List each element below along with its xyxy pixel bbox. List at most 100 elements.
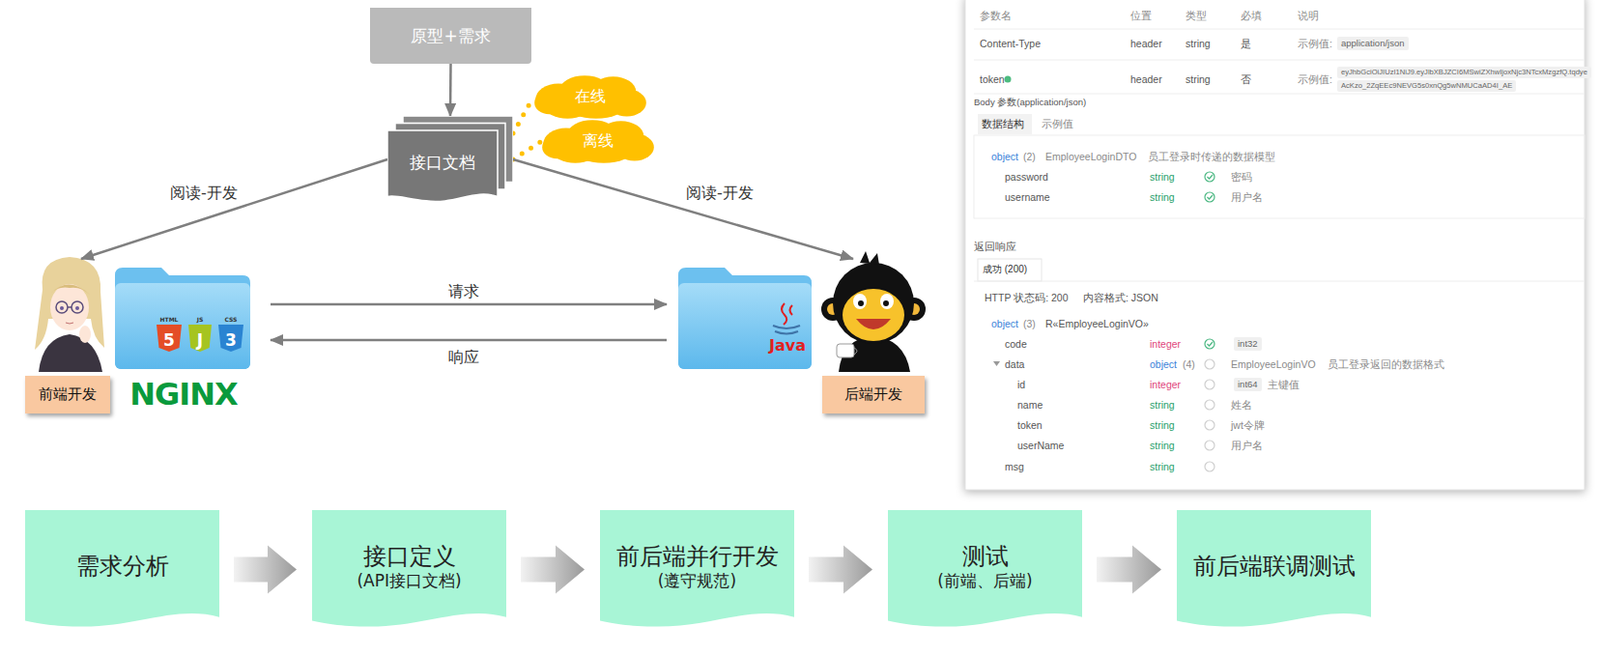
edge-label: 阅读-开发 — [168, 183, 240, 203]
edge-label: 响应 — [446, 347, 482, 368]
text-label: token — [979, 72, 1005, 86]
text-label: 参数名 — [979, 8, 1012, 23]
shape — [600, 510, 795, 628]
shape — [25, 510, 220, 628]
node-label: 接口文档 — [409, 151, 476, 174]
text-label: integer — [1149, 377, 1181, 392]
text-label: int32 — [1233, 337, 1262, 351]
node-text: 原型+需求 — [370, 7, 532, 64]
role-tag: 前端开发 — [25, 375, 111, 414]
node-label: 测试 — [962, 542, 1009, 572]
arrow-connector — [513, 159, 854, 259]
text-label: string — [1185, 72, 1211, 86]
text-label: EmployeeLoginVO — [1230, 357, 1316, 372]
text-label: string — [1149, 190, 1175, 204]
backend-monkey — [821, 251, 926, 372]
text-label: 员工登录时传递的数据模型 — [1147, 149, 1276, 164]
flow-arrow — [233, 545, 297, 595]
text-label: 说明 — [1297, 8, 1319, 23]
text-label: jwt令牌 — [1230, 418, 1265, 432]
text-label: application/json — [1337, 36, 1409, 51]
shape — [312, 510, 507, 628]
flow-node: 接口定义(API接口文档) — [312, 510, 507, 629]
shape — [1176, 510, 1372, 628]
text-label: string — [1185, 36, 1211, 51]
text-label: string — [1149, 438, 1175, 453]
text-label: 示例值: — [1297, 36, 1333, 51]
text-label: 内容格式: JSON — [1083, 290, 1159, 305]
text-label: string — [1149, 459, 1175, 474]
text-label: EmployeeLoginDTO — [1045, 149, 1137, 164]
flow-arrow — [520, 545, 585, 595]
text-label: 示例值: — [1297, 72, 1333, 86]
node-text: 前后端联调测试 — [1176, 510, 1372, 622]
text-label: 密码 — [1230, 170, 1253, 184]
text-label: 示例值 — [1041, 116, 1074, 131]
text-label: Java — [769, 337, 806, 355]
text-label: 员工登录返回的数据格式 — [1327, 357, 1445, 372]
text-label: eyJhbGciOiJIUzI1NiJ9.eyJlbXBJZCI6MSwiZXh… — [1337, 66, 1592, 79]
text-label: name — [1017, 398, 1043, 412]
node-label: 离线 — [582, 131, 614, 152]
text-label: 否 — [1240, 72, 1252, 86]
arrow-connector — [81, 159, 388, 259]
node-text: 在线 — [533, 74, 648, 120]
text-label: 数据结构 — [981, 116, 1025, 131]
shape — [887, 510, 1083, 628]
node-text: 需求分析 — [25, 510, 220, 622]
arrow-connector — [270, 303, 667, 307]
node-label: 接口定义 — [363, 542, 457, 572]
text-label: 5 — [163, 330, 175, 350]
cloud-node: 离线 — [541, 118, 656, 165]
frontend-folder — [114, 267, 251, 370]
shape — [534, 91, 565, 115]
text-label: userName — [1017, 438, 1064, 453]
node-text: 接口定义(API接口文档) — [312, 510, 507, 622]
flow-arrow — [1096, 545, 1162, 595]
text-label: JS — [197, 315, 204, 324]
text-label: username — [1004, 190, 1051, 204]
flow-node: 测试(前端、后端) — [887, 510, 1083, 629]
node-label: 前后端联调测试 — [1193, 551, 1356, 581]
shape — [387, 130, 498, 202]
text-label: string — [1149, 398, 1175, 412]
doc-node: 接口文档 — [387, 115, 514, 203]
text-label: object — [1149, 357, 1177, 372]
text-label: 用户名 — [1230, 438, 1263, 453]
text-label: 主键值 — [1267, 377, 1300, 392]
node-text: 离线 — [541, 118, 656, 165]
dotted-connector — [513, 97, 534, 135]
node-label: (API接口文档) — [356, 571, 461, 591]
text-label: Content-Type — [979, 36, 1041, 51]
text-label: (3) — [1023, 316, 1036, 331]
text-label: AcKzo_2ZqEEc9NEVG5s0xnQg5wNMUCaAD4I_AE — [1337, 80, 1516, 92]
node-text: 接口文档 — [387, 129, 498, 196]
node-label: 原型+需求 — [410, 25, 490, 48]
text-label: int64 — [1233, 377, 1262, 392]
flow-node: 需求分析 — [25, 510, 220, 629]
edge-label: 请求 — [446, 282, 482, 302]
text-label: 必填 — [1240, 8, 1262, 23]
text-label: object — [991, 149, 1019, 164]
text-label: header — [1130, 36, 1163, 51]
text-label: J — [197, 330, 203, 350]
text-label: NGINX — [129, 376, 237, 412]
shape — [542, 136, 572, 160]
text-label: (2) — [1023, 149, 1036, 164]
arrow-connector — [449, 63, 453, 116]
text-label: token — [1017, 418, 1043, 432]
grey-node: 原型+需求 — [370, 7, 532, 64]
text-label: code — [1004, 337, 1028, 351]
text-label: integer — [1149, 337, 1181, 351]
text-label: 是 — [1240, 36, 1252, 51]
node-label: (前端、后端) — [937, 571, 1032, 591]
text-label: string — [1149, 170, 1175, 184]
text-label: 3 — [225, 330, 237, 350]
node-label: 在线 — [574, 86, 606, 108]
text-label: 姓名 — [1230, 398, 1253, 412]
text-label: Body 参数(application/json) — [973, 95, 1086, 110]
text-label: header — [1130, 72, 1163, 86]
text-label: msg — [1004, 459, 1025, 474]
text-label: 返回响应 — [973, 239, 1017, 254]
text-label: HTML — [160, 315, 179, 324]
